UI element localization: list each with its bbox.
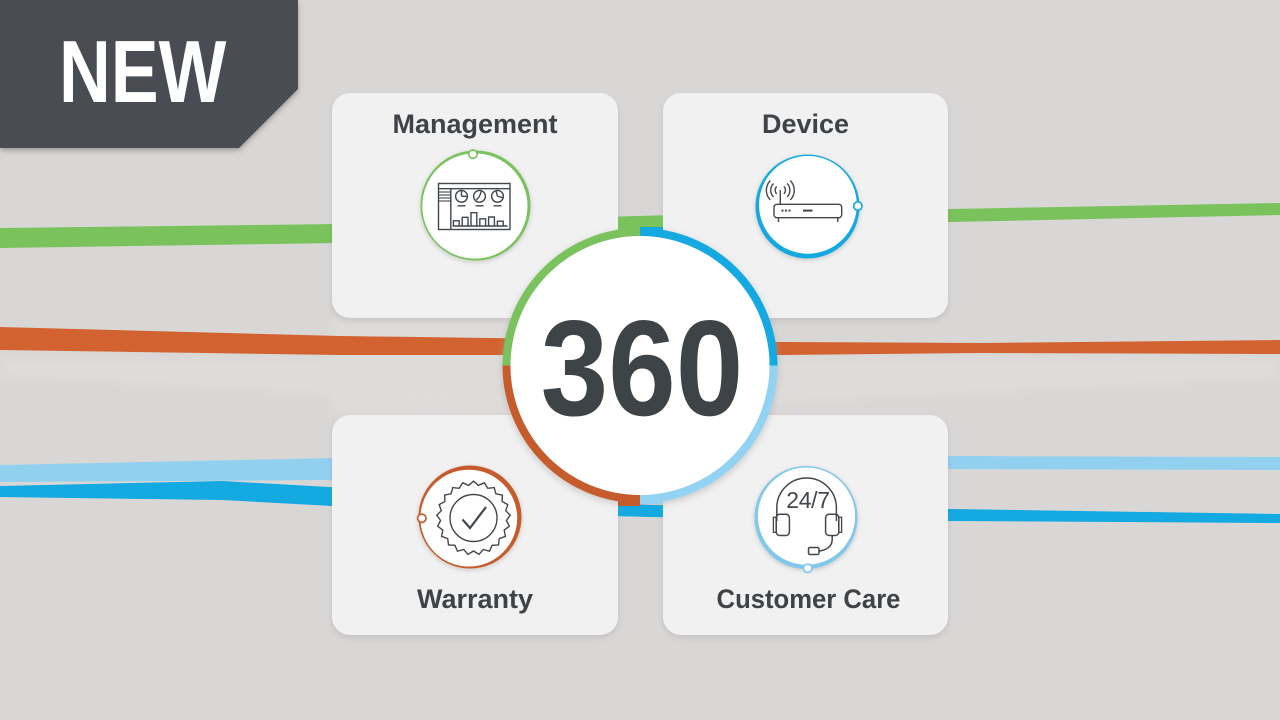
svg-text:NEW: NEW	[59, 23, 227, 122]
svg-text:24/7: 24/7	[786, 487, 830, 513]
svg-text:360: 360	[541, 293, 744, 445]
